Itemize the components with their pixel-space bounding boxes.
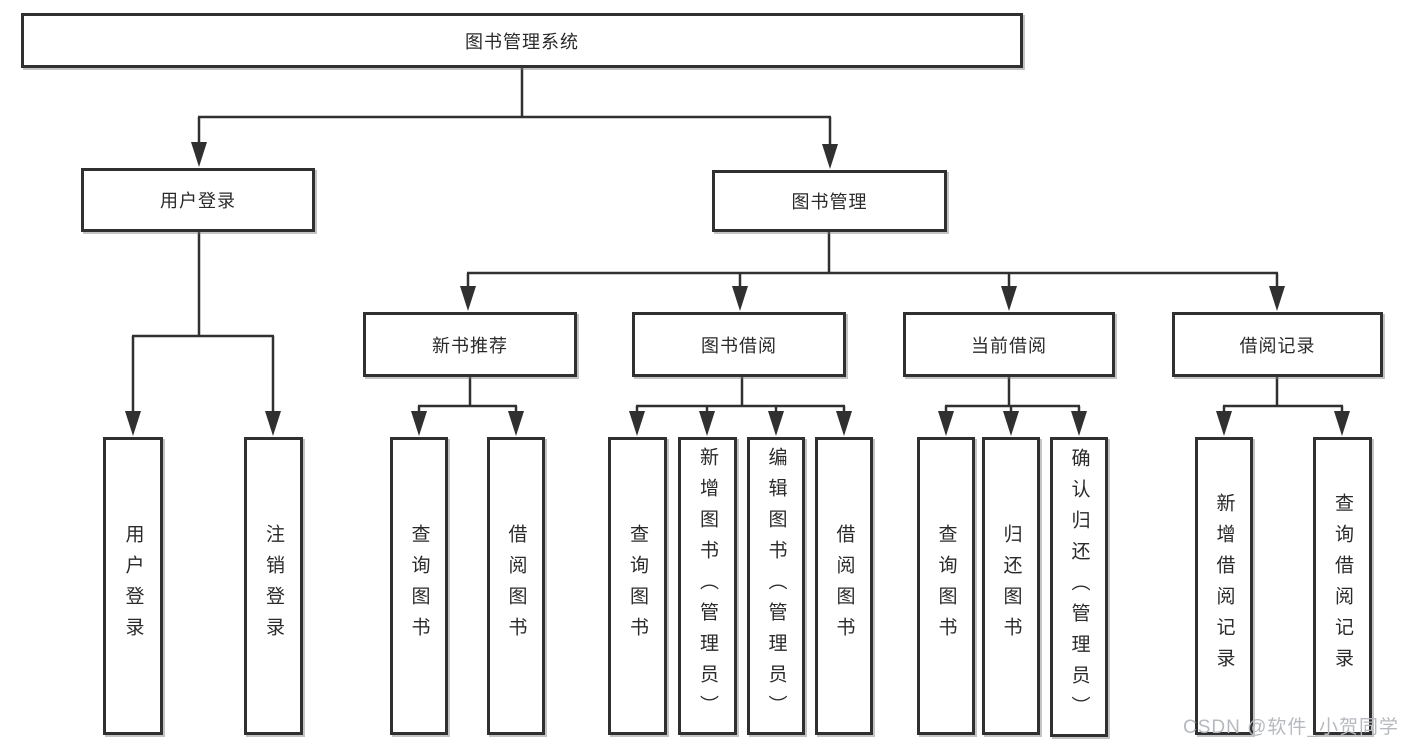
leaf-query-books-borrow: 查询图书: [608, 437, 667, 735]
node-book-management-label: 图书管理: [791, 192, 868, 212]
leaf-query-borrow-record: 查询借阅记录: [1313, 437, 1372, 735]
leaf-edit-book-admin: 编辑图书（管理员）: [747, 437, 805, 735]
leaf-borrow-books: 借阅图书: [815, 437, 873, 735]
leaf-user-login: 用户登录: [103, 437, 163, 735]
node-root: 图书管理系统: [21, 13, 1023, 68]
node-borrow-records-label: 借阅记录: [1239, 335, 1316, 356]
leaf-borrow-books-recommend-label: 借阅图书: [505, 524, 527, 648]
leaf-query-books-current: 查询图书: [917, 437, 975, 735]
leaf-logout-label: 注销登录: [263, 524, 284, 648]
leaf-logout: 注销登录: [244, 437, 303, 735]
node-root-label: 图书管理系统: [465, 31, 579, 52]
leaf-add-book-admin: 新增图书（管理员）: [678, 437, 737, 735]
leaf-query-borrow-record-label: 查询借阅记录: [1332, 493, 1353, 679]
leaf-return-book-label: 归还图书: [1000, 524, 1022, 648]
leaf-add-book-admin-label: 新增图书（管理员）: [697, 446, 718, 726]
csdn-watermark: CSDN @软件_小贺同学: [1183, 717, 1399, 738]
leaf-query-books-current-label: 查询图书: [935, 524, 957, 648]
leaf-add-borrow-record-label: 新增借阅记录: [1213, 493, 1235, 679]
node-current-borrow-label: 当前借阅: [971, 335, 1047, 356]
leaf-user-login-label: 用户登录: [122, 524, 144, 648]
node-user-login-label: 用户登录: [160, 191, 236, 211]
leaf-query-books-recommend: 查询图书: [390, 437, 448, 735]
node-book-borrow: 图书借阅: [632, 312, 846, 377]
node-new-book-recommend-label: 新书推荐: [432, 335, 508, 356]
leaf-query-books-recommend-label: 查询图书: [408, 524, 430, 648]
leaf-query-books-borrow-label: 查询图书: [627, 524, 648, 648]
node-book-borrow-label: 图书借阅: [701, 335, 777, 356]
leaf-borrow-books-recommend: 借阅图书: [487, 437, 545, 735]
leaf-confirm-return-admin-label: 确认归还（管理员）: [1068, 447, 1090, 727]
node-user-login: 用户登录: [81, 168, 315, 232]
node-borrow-records: 借阅记录: [1172, 312, 1383, 377]
node-current-borrow: 当前借阅: [903, 312, 1115, 377]
leaf-add-borrow-record: 新增借阅记录: [1195, 437, 1253, 735]
arrowheads: [125, 142, 1350, 436]
node-new-book-recommend: 新书推荐: [363, 312, 577, 377]
leaf-return-book: 归还图书: [982, 437, 1040, 735]
leaf-edit-book-admin-label: 编辑图书（管理员）: [765, 446, 787, 726]
node-book-management: 图书管理: [712, 170, 947, 232]
leaf-confirm-return-admin: 确认归还（管理员）: [1050, 437, 1108, 737]
leaf-borrow-books-label: 借阅图书: [833, 524, 855, 648]
